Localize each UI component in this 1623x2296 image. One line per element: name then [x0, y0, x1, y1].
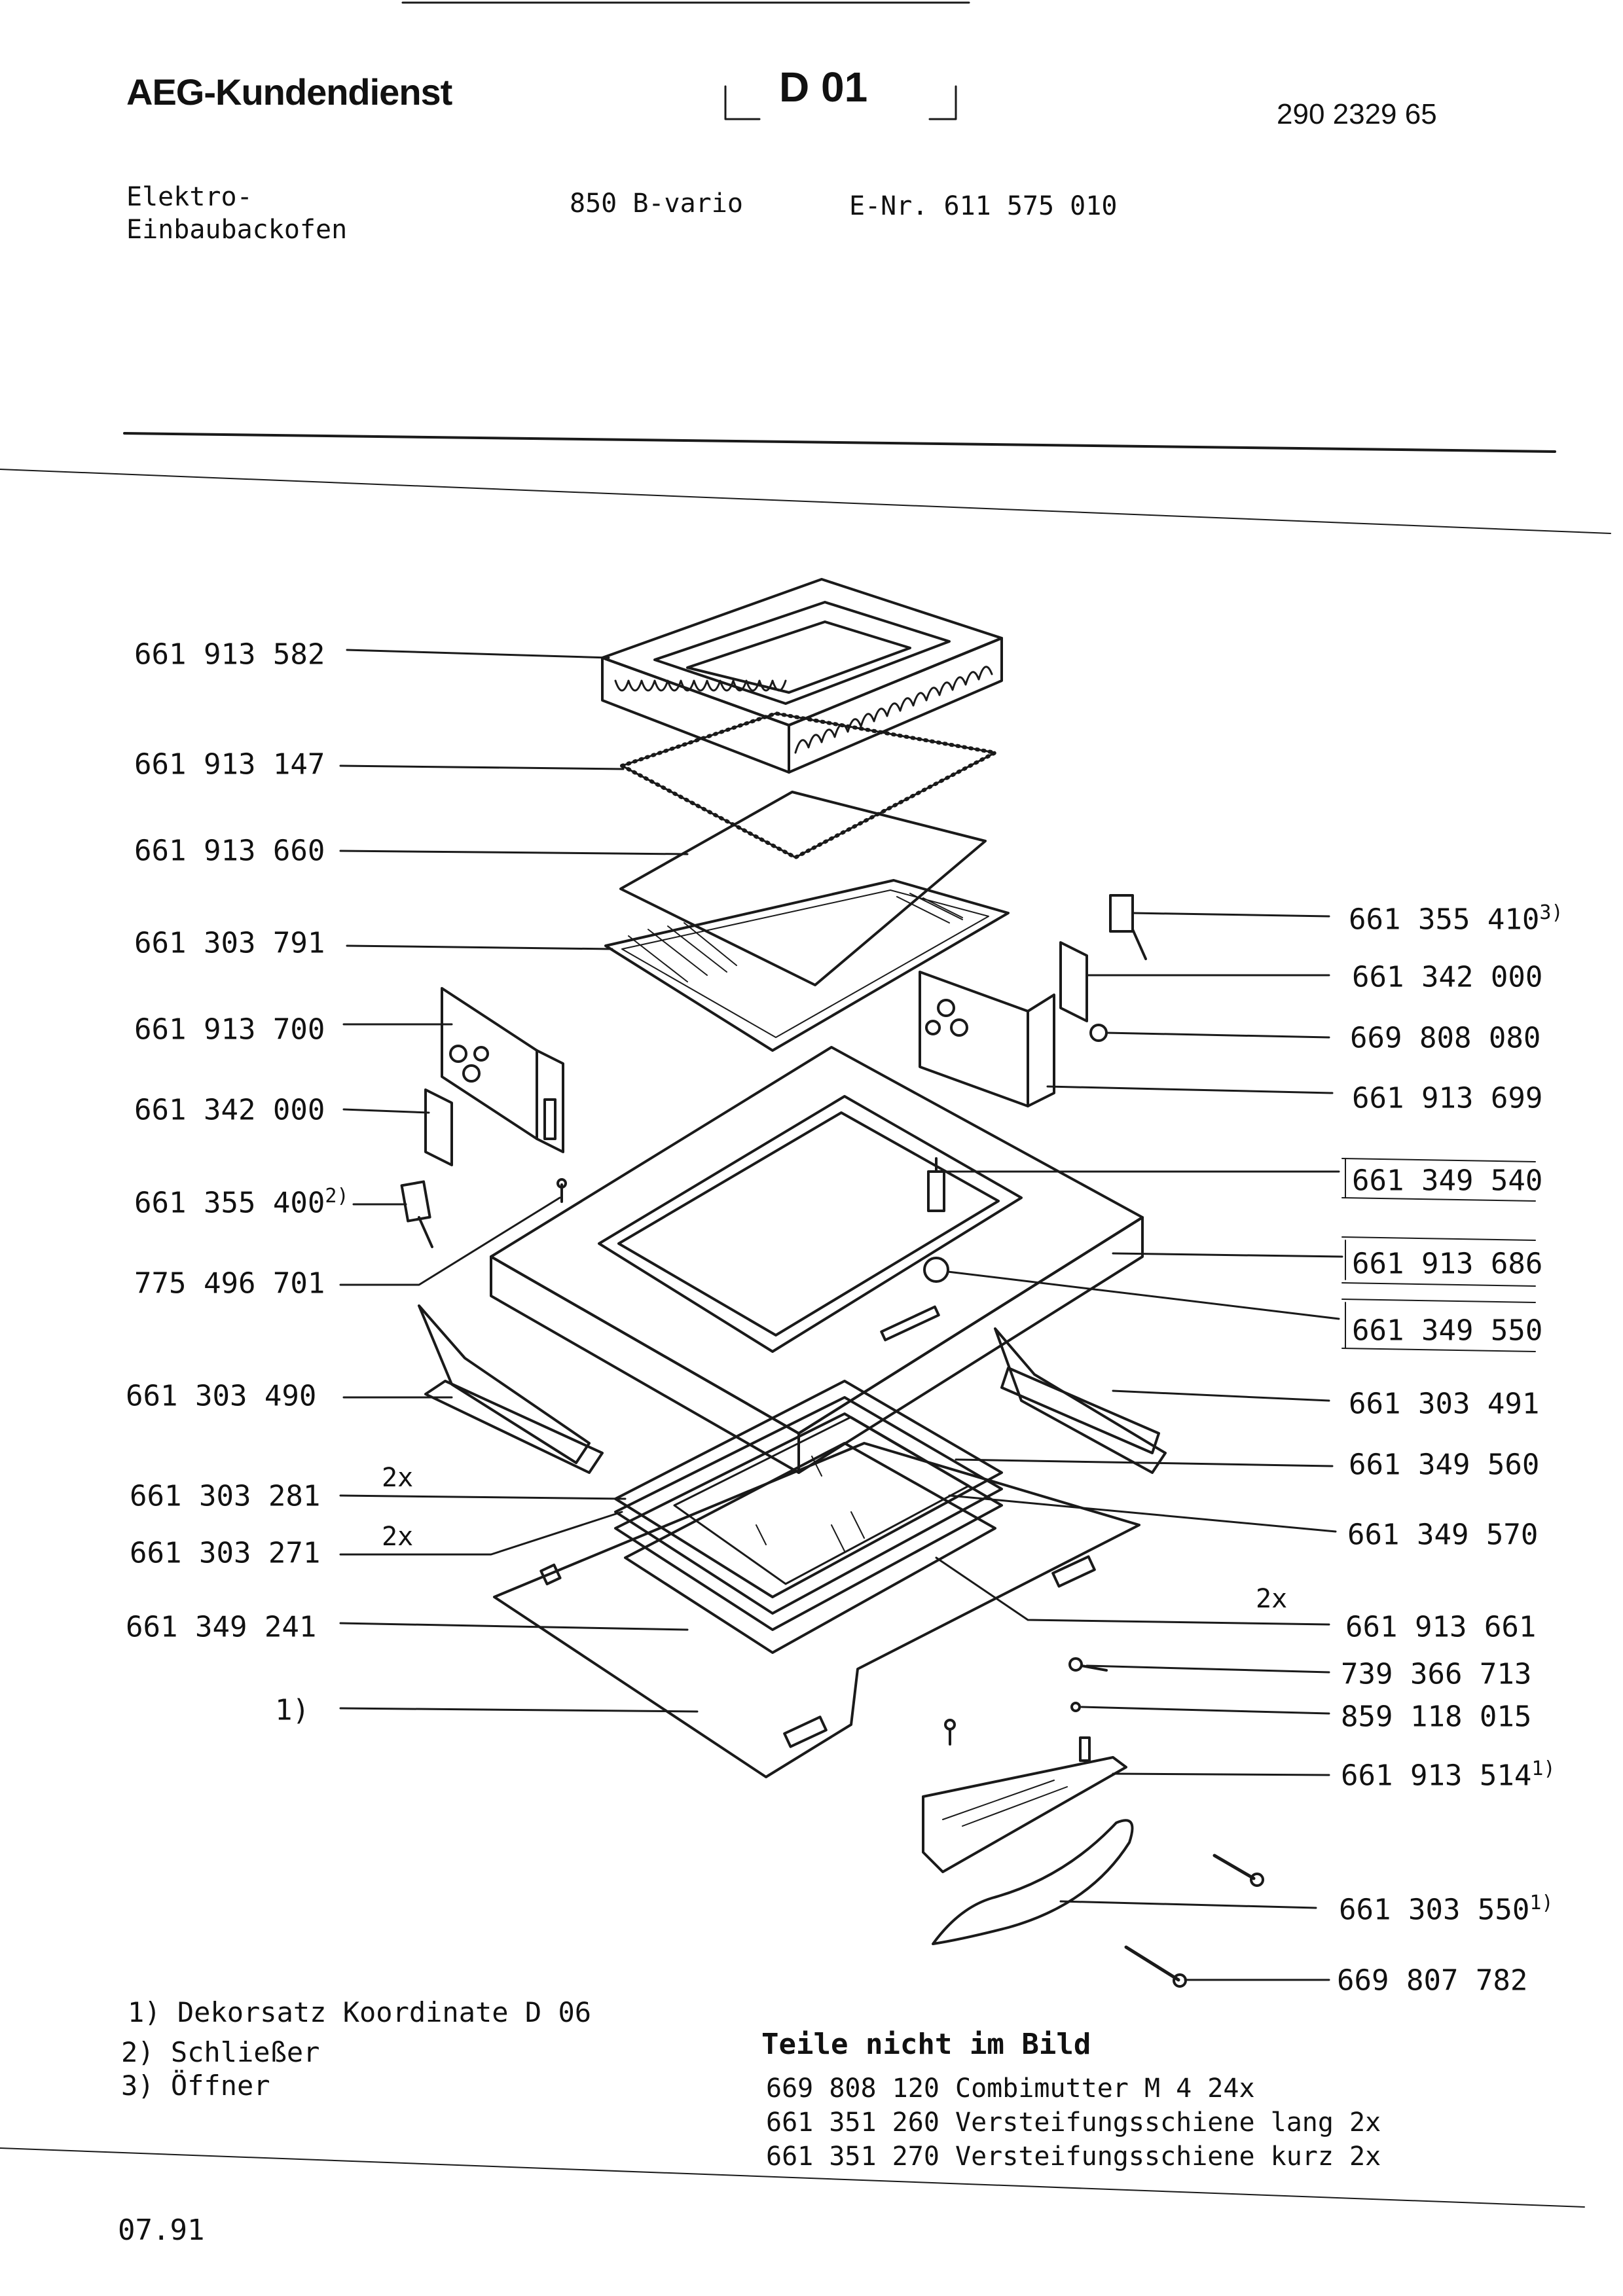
leader-lines: [339, 649, 1343, 1981]
bottom-rule: [0, 2147, 1585, 2208]
code-bracket-left: [724, 85, 761, 120]
screw-669-807: [1124, 1945, 1187, 1988]
footnotes: 1) Dekorsatz Koordinate D 06 2) Schließe…: [121, 1996, 591, 2102]
brand-title: AEG-Kundendienst: [126, 71, 452, 113]
left-cover-plate: [424, 1088, 453, 1166]
part-label-right: 661 349 550: [1352, 1314, 1543, 1348]
right-switch-part: [1109, 894, 1147, 960]
product-category-line2: Einbaubackofen: [126, 215, 348, 245]
part-label-left: 661 303 791: [134, 926, 325, 960]
parts-not-shown-title: Teile nicht im Bild: [761, 2028, 1091, 2061]
left-switch-part: [400, 1180, 433, 1248]
part-label-right: 859 118 015: [1341, 1700, 1532, 1734]
washer-part: [1089, 1024, 1108, 1042]
parts-not-shown-item: 661 351 270 Versteifungsschiene kurz 2x: [766, 2142, 1381, 2172]
section-code: D 01: [779, 63, 868, 111]
part-label-right: 661 342 000: [1352, 960, 1543, 994]
eye-part: [923, 1257, 949, 1283]
gasket-part: [620, 711, 997, 859]
top-frame-part: [601, 578, 1003, 774]
part-label-left: 661 349 241: [126, 1610, 317, 1644]
part-label-left: 661 913 147: [134, 747, 325, 781]
part-label-left: 661 303 271: [130, 1536, 321, 1570]
part-label-right: 661 303 491: [1349, 1387, 1540, 1421]
part-label-left: 775 496 701: [134, 1266, 325, 1300]
part-label-left: 661 355 4002): [134, 1185, 349, 1220]
part-label-left: 661 303 281: [130, 1479, 321, 1513]
publication-date: 07.91: [118, 2214, 205, 2247]
part-label-right: 661 913 5141): [1341, 1757, 1556, 1793]
screw-739: [1068, 1657, 1108, 1672]
screw-handle: [1213, 1854, 1264, 1887]
part-label-right: 661 349 540: [1352, 1164, 1543, 1198]
quantity-mark: 2x: [382, 1522, 414, 1552]
footnote: 1) Dekorsatz Koordinate D 06: [128, 1996, 592, 2028]
label-boxes: [1341, 1158, 1536, 1352]
part-label-right: 661 349 560: [1349, 1448, 1540, 1482]
scan-rule: [0, 469, 1611, 534]
product-category-line1: Elektro-: [126, 182, 253, 212]
glass-frame-assembly: [614, 1380, 1003, 1654]
footnote: 3) Öffner: [121, 2070, 270, 2102]
footnote: 2) Schließer: [121, 2036, 320, 2068]
header-separator: [123, 432, 1556, 453]
handle-mount-part: [922, 1736, 1127, 1873]
handle-part: [932, 1819, 1134, 1945]
right-bracket-part: [919, 971, 1055, 1107]
part-label-left: 1): [275, 1693, 310, 1727]
part-label-left: 661 342 000: [134, 1093, 325, 1127]
main-door-panel-part: [490, 1046, 1144, 1474]
part-label-left: 661 303 490: [126, 1379, 317, 1413]
product-enr: E-Nr. 611 575 010: [849, 191, 1118, 221]
code-bracket-right: [928, 85, 957, 120]
part-label-right: 661 355 4103): [1349, 901, 1563, 937]
insulation-mat-part: [619, 791, 987, 986]
parts-not-shown-item: 661 351 260 Versteifungsschiene lang 2x: [766, 2108, 1381, 2138]
part-label-left: 661 913 582: [134, 637, 325, 672]
part-label-left: 661 913 660: [134, 834, 325, 868]
outer-glass-part: [493, 1442, 1140, 1778]
part-label-right: 661 913 661: [1345, 1610, 1537, 1644]
part-label-right: 739 366 713: [1341, 1657, 1532, 1691]
part-label-right: 669 808 080: [1350, 1021, 1541, 1055]
right-cover-plate: [1059, 941, 1088, 1022]
heating-plate-part: [604, 879, 1010, 1052]
left-hinge-part: [418, 1304, 604, 1474]
left-bracket-part: [441, 987, 564, 1153]
screw-small: [944, 1719, 956, 1746]
quantity-mark: 2x: [382, 1463, 414, 1493]
document-number: 290 2329 65: [1277, 98, 1437, 130]
part-label-right: 669 807 782: [1337, 1964, 1528, 1998]
parts-not-shown-item: 669 808 120 Combimutter M 4 24x: [766, 2073, 1255, 2104]
right-hinge-part: [994, 1327, 1167, 1474]
part-label-right: 661 303 5501): [1339, 1892, 1554, 1927]
sensor-part: [927, 1157, 945, 1212]
part-label-right: 661 913 699: [1352, 1081, 1543, 1115]
part-label-right: 661 913 686: [1352, 1247, 1543, 1281]
part-label-left: 661 913 700: [134, 1013, 325, 1047]
part-label-right: 661 349 570: [1347, 1518, 1539, 1552]
product-model: 850 B-vario: [570, 188, 743, 219]
ring-859: [1070, 1702, 1081, 1712]
quantity-mark: 2x: [1256, 1584, 1288, 1614]
